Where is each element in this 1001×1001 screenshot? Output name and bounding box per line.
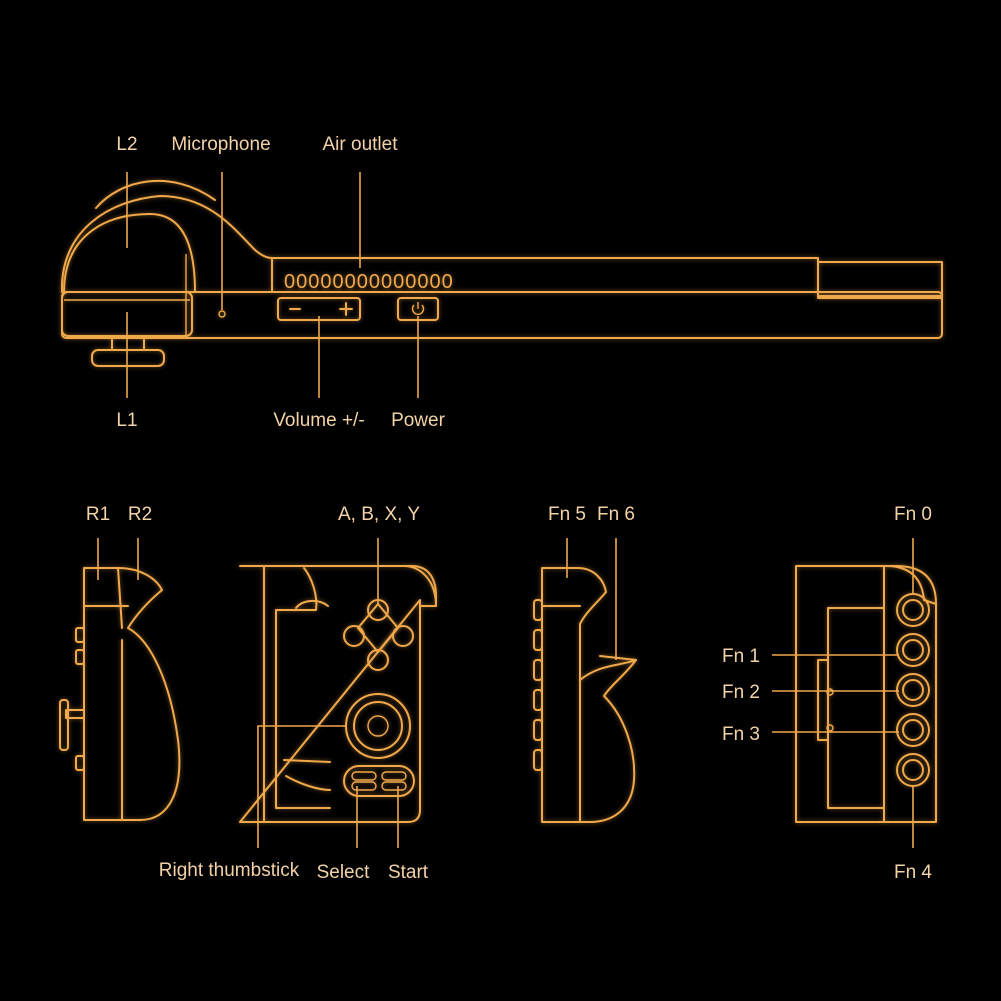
front-view-leaders <box>257 538 399 848</box>
label-select: Select <box>317 862 371 883</box>
select-start-buttons[interactable] <box>343 765 415 797</box>
label-fn1: Fn 1 <box>722 646 760 667</box>
label-fn2: Fn 2 <box>722 682 760 703</box>
label-fn6: Fn 6 <box>597 504 635 525</box>
fn-side-view-controller <box>533 567 637 823</box>
top-view-leaders <box>126 172 419 398</box>
label-power: Power <box>391 410 446 431</box>
top-view-controller: 00000000000000 <box>60 179 943 367</box>
label-fn3: Fn 3 <box>722 724 760 745</box>
vent-slots: 00000000000000 <box>284 271 454 293</box>
label-fn4: Fn 4 <box>894 862 932 883</box>
side-view-leaders <box>97 538 139 580</box>
label-r2: R2 <box>128 504 152 525</box>
label-start: Start <box>388 862 429 883</box>
back-view-controller <box>795 565 937 823</box>
label-microphone: Microphone <box>171 134 270 155</box>
label-volume: Volume +/- <box>273 410 364 431</box>
label-right-thumbstick: Right thumbstick <box>159 860 300 881</box>
front-view-controller <box>239 565 437 823</box>
label-fn5: Fn 5 <box>548 504 586 525</box>
label-r1: R1 <box>86 504 110 525</box>
label-abxy: A, B, X, Y <box>338 504 420 525</box>
side-view-controller <box>59 567 181 821</box>
label-l2: L2 <box>116 134 137 155</box>
fn-side-view-leaders <box>566 538 617 660</box>
back-view-leaders <box>772 538 914 848</box>
label-air-outlet: Air outlet <box>323 134 399 155</box>
label-fn0: Fn 0 <box>894 504 932 525</box>
label-l1: L1 <box>116 410 137 431</box>
